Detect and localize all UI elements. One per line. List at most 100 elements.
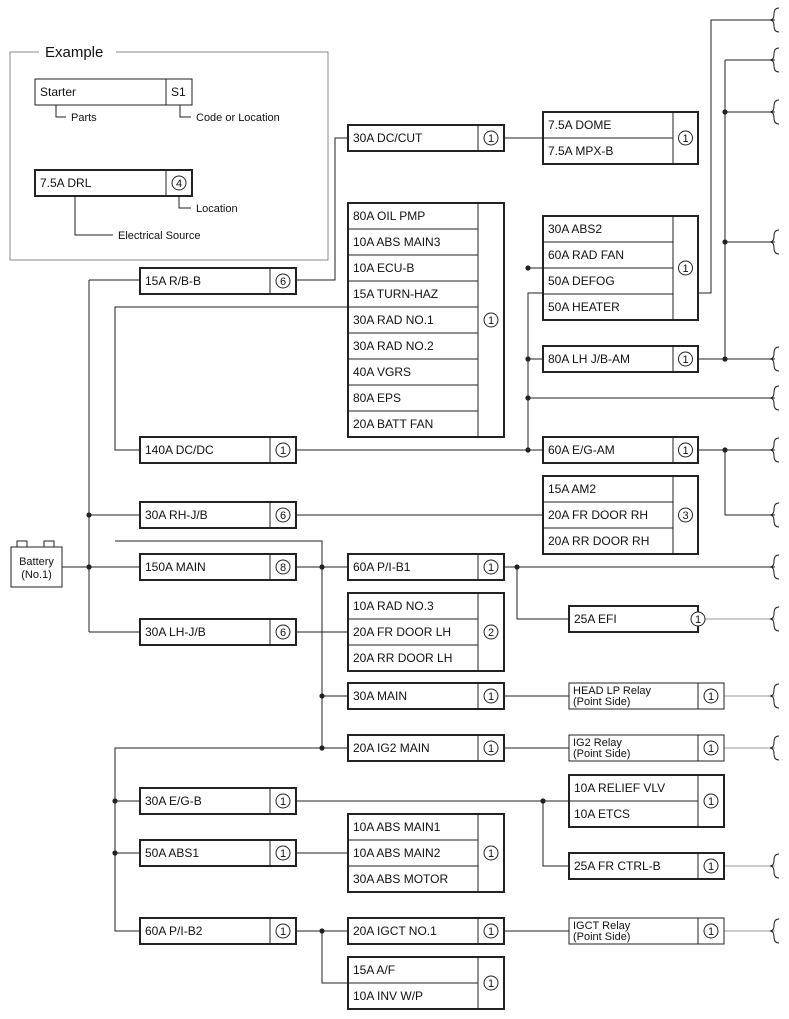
fuse-item: 10A ECU-B <box>353 261 414 275</box>
relay-label: HEAD LP Relay <box>573 685 652 697</box>
fuse-item: 10A ABS MAIN1 <box>353 820 441 834</box>
fuse-item: 15A AM2 <box>548 482 596 496</box>
fuse-item: 20A RR DOOR LH <box>353 651 452 665</box>
location-number: 6 <box>280 276 286 288</box>
wire-end-bracket <box>769 385 780 411</box>
wire-end-bracket <box>769 502 780 528</box>
location-marker <box>483 130 499 146</box>
location-number: 1 <box>488 562 494 574</box>
fuse-label: 25A EFI <box>574 612 617 626</box>
fuse-item: 20A BATT FAN <box>353 417 433 431</box>
fuse-label: 60A E/G-AM <box>548 443 615 457</box>
fuse-label: 50A ABS1 <box>145 846 199 860</box>
location-marker <box>483 312 499 328</box>
location-marker <box>483 975 499 991</box>
fuse-label: 20A IGCT NO.1 <box>353 924 437 938</box>
fuse-item: 10A RAD NO.3 <box>353 599 434 613</box>
fuse-label: 20A IG2 MAIN <box>353 741 430 755</box>
location-marker <box>703 740 719 756</box>
fuse-label: 60A P/I-B2 <box>145 924 203 938</box>
fuse-item: 80A EPS <box>353 391 401 405</box>
legend-source-caption: Electrical Source <box>118 230 201 242</box>
fuse-item: 50A HEATER <box>548 300 620 314</box>
fuse-label: 30A MAIN <box>353 689 407 703</box>
location-marker <box>678 351 693 367</box>
location-number: 1 <box>682 263 688 275</box>
legend-starter-code: S1 <box>171 85 186 99</box>
location-number: 1 <box>708 743 714 755</box>
fuse-main30: 30A MAIN 1 <box>347 682 505 710</box>
relay-label: IGCT Relay <box>573 920 631 932</box>
location-number: 1 <box>488 315 494 327</box>
fuse-item: 20A RR DOOR RH <box>548 534 649 548</box>
junction-dots <box>86 109 728 934</box>
fuse-label: 30A DC/CUT <box>353 131 423 145</box>
legend-parts-caption: Parts <box>71 112 97 124</box>
fuse-eg_b: 30A E/G-B 1 <box>139 787 297 815</box>
location-number: 6 <box>280 627 286 639</box>
location-marker <box>678 260 693 276</box>
fuse-label: 30A E/G-B <box>145 794 202 808</box>
location-marker <box>275 624 291 640</box>
fuse-label: 140A DC/DC <box>145 443 214 457</box>
location-number: 1 <box>708 691 714 703</box>
location-marker <box>275 923 291 939</box>
location-number: 1 <box>708 796 714 808</box>
location-marker <box>703 923 719 939</box>
location-marker <box>690 611 706 627</box>
relay-sublabel: (Point Side) <box>573 696 630 708</box>
location-number: 1 <box>280 796 286 808</box>
fuse-item: 20A FR DOOR RH <box>548 508 648 522</box>
fuse-label: 30A LH-J/B <box>145 625 206 639</box>
wire-end-bracket <box>769 346 780 372</box>
wire-end-bracket <box>769 918 780 944</box>
location-number: 1 <box>488 691 494 703</box>
fuse-label: 15A R/B-B <box>145 274 201 288</box>
location-number: 1 <box>708 926 714 938</box>
legend-code-caption: Code or Location <box>196 112 280 124</box>
location-number: 2 <box>488 627 494 639</box>
wire-end-bracket <box>769 735 780 761</box>
location-number: 1 <box>280 445 286 457</box>
fuse-item: 60A RAD FAN <box>548 248 624 262</box>
fuse-ig2main: 20A IG2 MAIN 1 <box>347 734 505 762</box>
fuse-item: 10A ABS MAIN3 <box>353 235 441 249</box>
fuse-eg_am: 60A E/G-AM 1 <box>542 436 699 464</box>
location-number: 1 <box>488 743 494 755</box>
wire-end-bracket <box>769 606 780 632</box>
fuse-label: 30A RH-J/B <box>145 508 208 522</box>
legend-drl-label: 7.5A DRL <box>40 176 92 190</box>
location-marker <box>483 845 499 861</box>
fuse-label: 60A P/I-B1 <box>353 560 411 574</box>
relay-ig2: IG2 Relay(Point Side)1 <box>568 734 725 762</box>
fuse-rb_b: 15A R/B-B 6 <box>139 267 297 295</box>
location-marker <box>275 793 291 809</box>
fuse-item: 15A A/F <box>353 963 395 977</box>
wire-end-bracket <box>769 7 780 33</box>
wire-end-bracket <box>769 554 780 580</box>
legend-location-caption: Location <box>196 203 238 215</box>
fuse-item: 30A ABS2 <box>548 222 602 236</box>
fuse-label: 150A MAIN <box>145 560 206 574</box>
location-number: 1 <box>488 133 494 145</box>
location-number: 1 <box>682 445 688 457</box>
battery-number: (No.1) <box>21 569 52 581</box>
relay-igct: IGCT Relay(Point Side)1 <box>568 917 725 945</box>
fuse-item: 7.5A MPX-B <box>548 144 613 158</box>
fuse-item: 15A TURN-HAZ <box>353 287 438 301</box>
wire-end-bracket <box>769 229 780 255</box>
